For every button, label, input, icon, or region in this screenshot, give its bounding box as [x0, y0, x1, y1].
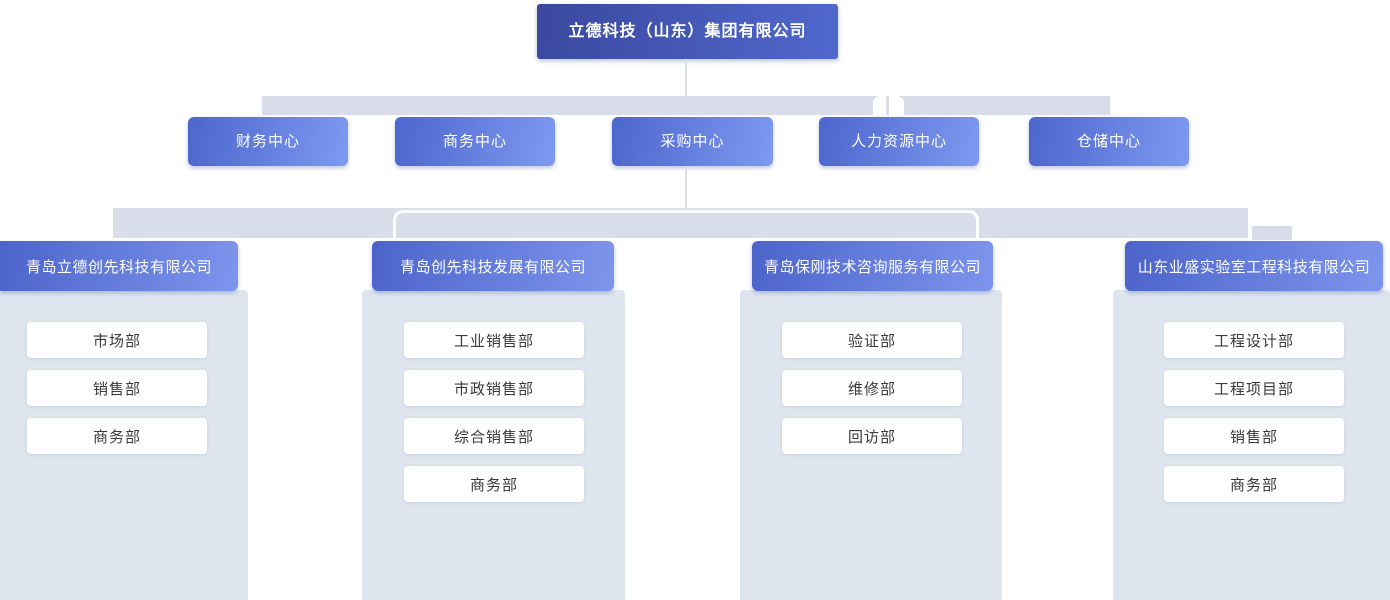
- department-list-2: 工业销售部 市政销售部 综合销售部 商务部: [404, 322, 584, 514]
- company-column-1: 青岛立德创先科技有限公司 市场部 销售部 商务部: [0, 241, 248, 600]
- company-node-1[interactable]: 青岛立德创先科技有限公司: [0, 241, 238, 291]
- department-list-4: 工程设计部 工程项目部 销售部 商务部: [1164, 322, 1344, 514]
- company-column-4: 山东业盛实验室工程科技有限公司 工程设计部 工程项目部 销售部 商务部: [1113, 241, 1390, 600]
- connector-procurement-line: [685, 166, 687, 208]
- company-node-2[interactable]: 青岛创先科技发展有限公司: [372, 241, 614, 291]
- dept-node[interactable]: 工业销售部: [404, 322, 584, 358]
- dept-node[interactable]: 工程设计部: [1164, 322, 1344, 358]
- company-node-4[interactable]: 山东业盛实验室工程科技有限公司: [1125, 241, 1383, 291]
- center-node-hr[interactable]: 人力资源中心: [819, 117, 979, 166]
- center-node-finance[interactable]: 财务中心: [188, 117, 348, 166]
- org-node-root[interactable]: 立德科技（山东）集团有限公司: [537, 4, 838, 59]
- connector-band-companies-fragment: [1252, 226, 1292, 240]
- department-list-3: 验证部 维修部 回访部: [782, 322, 962, 466]
- center-node-business[interactable]: 商务中心: [395, 117, 555, 166]
- dept-node[interactable]: 维修部: [782, 370, 962, 406]
- center-node-warehouse[interactable]: 仓储中心: [1029, 117, 1189, 166]
- company-node-3[interactable]: 青岛保刚技术咨询服务有限公司: [752, 241, 993, 291]
- band-white-notch-right: [889, 96, 904, 115]
- dept-node[interactable]: 验证部: [782, 322, 962, 358]
- dept-node[interactable]: 商务部: [1164, 466, 1344, 502]
- connector-root-line: [685, 59, 687, 96]
- dept-node[interactable]: 工程项目部: [1164, 370, 1344, 406]
- dept-node[interactable]: 市政销售部: [404, 370, 584, 406]
- connector-band-centers: [262, 96, 1110, 115]
- dept-node[interactable]: 市场部: [27, 322, 207, 358]
- connector-band-companies: [113, 208, 1248, 238]
- company-column-2: 青岛创先科技发展有限公司 工业销售部 市政销售部 综合销售部 商务部: [362, 241, 625, 600]
- band-white-notch-left: [873, 96, 886, 115]
- center-node-procurement[interactable]: 采购中心: [612, 117, 773, 166]
- dept-node[interactable]: 销售部: [27, 370, 207, 406]
- connector-white-bracket: [393, 210, 979, 247]
- dept-node[interactable]: 商务部: [27, 418, 207, 454]
- dept-node[interactable]: 商务部: [404, 466, 584, 502]
- dept-node[interactable]: 销售部: [1164, 418, 1344, 454]
- dept-node[interactable]: 综合销售部: [404, 418, 584, 454]
- dept-node[interactable]: 回访部: [782, 418, 962, 454]
- company-column-3: 青岛保刚技术咨询服务有限公司 验证部 维修部 回访部: [740, 241, 1002, 600]
- department-list-1: 市场部 销售部 商务部: [27, 322, 207, 466]
